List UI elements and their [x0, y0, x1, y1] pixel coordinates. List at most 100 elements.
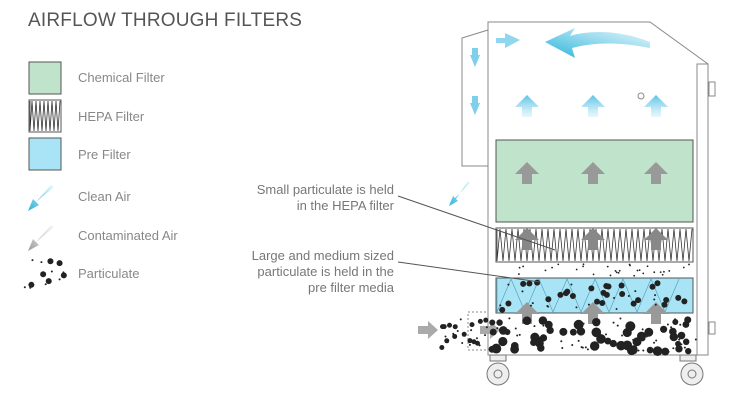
particle: [682, 338, 690, 346]
particle: [551, 266, 553, 269]
hepa-callout: Small particulate is held in the HEPA fi…: [257, 182, 394, 214]
particle: [668, 270, 671, 272]
particle: [670, 326, 673, 329]
particle: [467, 338, 473, 344]
particle: [522, 265, 524, 268]
particle: [538, 316, 548, 325]
clean-air-arrow-icon: [644, 95, 668, 117]
prefilter-callout: Large and medium sized particulate is he…: [252, 248, 394, 296]
particle: [485, 326, 488, 329]
particle: [516, 334, 519, 337]
particle: [617, 271, 620, 274]
particle: [619, 317, 622, 320]
contaminated-air-arrow-icon: [28, 225, 54, 251]
particle: [675, 345, 683, 353]
particle: [31, 259, 34, 262]
particle: [683, 346, 686, 349]
particle: [646, 346, 654, 354]
hepa-callout-line: [397, 195, 556, 251]
particle: [484, 334, 487, 337]
particle: [653, 271, 656, 274]
particle: [576, 327, 586, 336]
particle: [569, 292, 576, 299]
contaminated-air-arrow-icon: [515, 162, 539, 184]
particle: [588, 285, 595, 292]
chemical-filter-swatch: [28, 61, 62, 95]
particle: [522, 321, 525, 324]
particle: [531, 302, 534, 305]
particle: [570, 283, 573, 286]
particle: [489, 319, 496, 326]
particle: [542, 324, 545, 327]
particle: [618, 282, 625, 289]
particle: [557, 263, 560, 266]
particle: [672, 347, 675, 350]
particle: [675, 294, 682, 301]
particle: [604, 337, 612, 345]
particle: [634, 290, 637, 293]
particle: [679, 323, 682, 326]
particle: [614, 270, 617, 272]
particle: [582, 263, 585, 266]
particle: [678, 338, 681, 341]
particle: [452, 332, 455, 335]
particle: [597, 336, 600, 339]
particle: [538, 347, 541, 350]
particle: [514, 327, 517, 330]
particle: [491, 343, 502, 354]
particle: [23, 286, 26, 289]
clean-air-arrow-icon: [28, 185, 54, 211]
particle: [605, 283, 612, 290]
particle: [625, 321, 636, 332]
particle: [653, 298, 656, 301]
particle: [526, 280, 533, 287]
particle: [677, 331, 686, 340]
callout-text: in the HEPA filter: [296, 198, 394, 213]
particle: [661, 301, 668, 308]
particle: [507, 283, 510, 286]
particle: [571, 344, 574, 347]
particle: [603, 291, 610, 298]
particle: [587, 303, 590, 306]
particle: [470, 329, 473, 332]
particle: [638, 269, 641, 272]
particle: [582, 322, 585, 325]
particle: [498, 336, 508, 347]
contaminated-air-arrow-icon: [581, 228, 605, 250]
legend-label-clean-air: Clean Air: [78, 189, 131, 204]
particle: [619, 290, 626, 297]
particle: [577, 339, 580, 342]
particle: [674, 318, 677, 321]
particle: [672, 319, 679, 326]
clean-air-arrow-icon: [496, 33, 520, 48]
particle: [615, 271, 618, 274]
diagram-title: AIRFLOW THROUGH FILTERS: [28, 10, 303, 31]
particle: [663, 270, 665, 273]
particle: [520, 280, 527, 287]
particle: [592, 317, 601, 327]
particle: [681, 298, 688, 305]
particle: [607, 341, 610, 344]
particle: [504, 329, 511, 336]
clean-air-arrow-icon: [470, 48, 480, 67]
particle: [661, 347, 670, 356]
particle: [439, 344, 445, 350]
contaminated-air-arrow-icon: [644, 162, 668, 184]
particle: [505, 300, 512, 307]
particle: [530, 339, 538, 347]
particle: [518, 333, 521, 336]
particle: [621, 334, 624, 337]
particle: [518, 266, 521, 269]
particle: [618, 269, 621, 272]
particle: [50, 270, 53, 273]
contaminated-air-arrow-icon: [515, 228, 539, 250]
callout-text: Large and medium sized: [251, 248, 394, 263]
particle: [592, 273, 595, 276]
particle: [660, 325, 668, 333]
particle: [594, 298, 601, 305]
particle: [58, 278, 61, 281]
particle: [654, 303, 657, 306]
contaminated-air-arrow-icon: [515, 302, 539, 324]
particle: [478, 344, 481, 347]
